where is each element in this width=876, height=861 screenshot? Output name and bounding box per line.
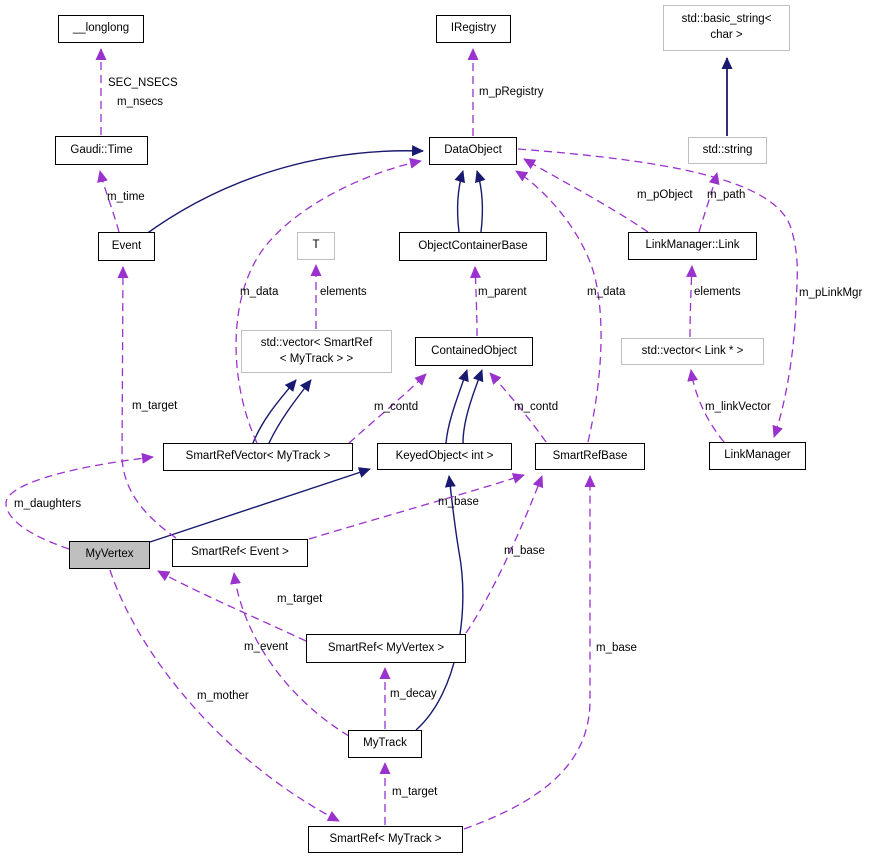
edge-inherit-mytrack-keyedobject	[415, 475, 464, 731]
edge-m-contd-right	[489, 372, 547, 443]
edge-label-m-decay: m_decay	[390, 688, 437, 700]
edge-label-elements-right: elements	[694, 286, 741, 298]
edge-m-base-sre	[308, 473, 525, 540]
node-dataobject[interactable]: DataObject	[429, 137, 517, 165]
edge-label-m-contd-right: m_contd	[514, 401, 559, 413]
edge-inherit-event-dataobject	[141, 145, 424, 238]
edge-label-m-base-2: m_base	[504, 545, 545, 557]
edge-m-event	[230, 572, 350, 737]
edge-m-data-right	[515, 170, 602, 443]
edge-label-m-time: m_time	[107, 191, 145, 203]
node-std-basic-string: std::basic_string< char >	[663, 5, 790, 51]
edge-label-m-daughters: m_daughters	[14, 498, 82, 510]
node-objectcontainerbase[interactable]: ObjectContainerBase	[399, 232, 547, 261]
node-linkmanager-link[interactable]: LinkManager::Link	[628, 232, 757, 260]
node-smartrefvector-mytrack[interactable]: SmartRefVector< MyTrack >	[163, 443, 353, 471]
node-longlong[interactable]: __longlong	[58, 15, 144, 43]
node-smartref-event[interactable]: SmartRef< Event >	[172, 539, 308, 567]
edge-m-base-srmv	[465, 475, 544, 634]
edge-label-m-linkvector: m_linkVector	[705, 401, 771, 413]
edge-m-base-srmt	[463, 475, 596, 830]
edge-label-m-nsecs: m_nsecs	[117, 96, 164, 108]
edge-m-data-left	[235, 157, 422, 444]
edge-inherit-myvertex-keyedobject	[149, 467, 371, 543]
edge-label-m-data-left: m_data	[240, 286, 279, 298]
node-gaudi-time[interactable]: Gaudi::Time	[55, 136, 148, 165]
edge-inherit-ocb-dataobject-1	[454, 170, 465, 233]
edge-m-parent	[469, 266, 481, 337]
edge-inherit-srv-vector-1	[252, 379, 297, 444]
edge-label-m-pobject: m_pObject	[637, 189, 693, 201]
edge-label-m-data-right: m_data	[587, 286, 626, 298]
edge-m-time	[97, 170, 120, 233]
edge-label-m-base-1: m_base	[438, 496, 479, 508]
edge-inherit-ocb-dataobject-2	[475, 170, 486, 233]
node-mytrack[interactable]: MyTrack	[348, 730, 422, 758]
edge-m-mother	[109, 569, 340, 822]
node-smartrefbase[interactable]: SmartRefBase	[535, 443, 645, 470]
node-containedobject[interactable]: ContainedObject	[415, 337, 533, 366]
node-std-string: std::string	[688, 137, 767, 164]
edge-label-m-contd-left: m_contd	[374, 401, 419, 413]
node-event[interactable]: Event	[98, 232, 155, 261]
node-t: T	[297, 232, 335, 260]
edge-inherit-keyedobject-containedobject-1	[445, 369, 469, 444]
edge-elements-right	[686, 265, 698, 338]
node-linkmanager[interactable]: LinkManager	[709, 442, 806, 470]
edge-inherit-srv-vector-2	[268, 379, 312, 444]
edge-m-path	[698, 172, 720, 233]
edge-m-daughters	[5, 452, 154, 550]
edge-m-plinkmgr	[517, 148, 798, 438]
edge-m-target-vertex	[157, 570, 307, 642]
edge-label-m-plinkmgr: m_pLinkMgr	[799, 287, 863, 299]
edge-inherit-keyedobject-containedobject-2	[462, 369, 484, 444]
edge-label-m-path: m_path	[707, 189, 746, 201]
node-std-vector-link: std::vector< Link * >	[621, 338, 764, 365]
edge-label-m-target-event: m_target	[132, 400, 178, 412]
edge-label-m-parent: m_parent	[478, 286, 527, 298]
node-myvertex: MyVertex	[69, 541, 150, 569]
node-smartref-myvertex[interactable]: SmartRef< MyVertex >	[306, 634, 466, 663]
edge-m-linkvector	[687, 369, 725, 443]
node-keyedobject-int[interactable]: KeyedObject< int >	[377, 443, 512, 470]
edge-label-m-pregistry: m_pRegistry	[479, 86, 544, 98]
edge-label-m-target-vertex: m_target	[277, 593, 323, 605]
edge-label-m-mother: m_mother	[197, 690, 249, 702]
edge-label-m-event: m_event	[244, 641, 289, 653]
edge-m-pobject	[523, 158, 649, 233]
node-std-vector-smartref: std::vector< SmartRef < MyTrack > >	[241, 330, 392, 373]
node-iregistry[interactable]: IRegistry	[436, 15, 511, 43]
edge-m-contd-left	[348, 373, 427, 444]
node-smartref-mytrack[interactable]: SmartRef< MyTrack >	[308, 826, 463, 853]
edge-label-sec-nsecs: SEC_NSECS	[108, 77, 178, 89]
edge-label-m-base-3: m_base	[596, 642, 637, 654]
edge-label-elements-left: elements	[320, 286, 367, 298]
edge-label-m-target-track: m_target	[392, 786, 438, 798]
